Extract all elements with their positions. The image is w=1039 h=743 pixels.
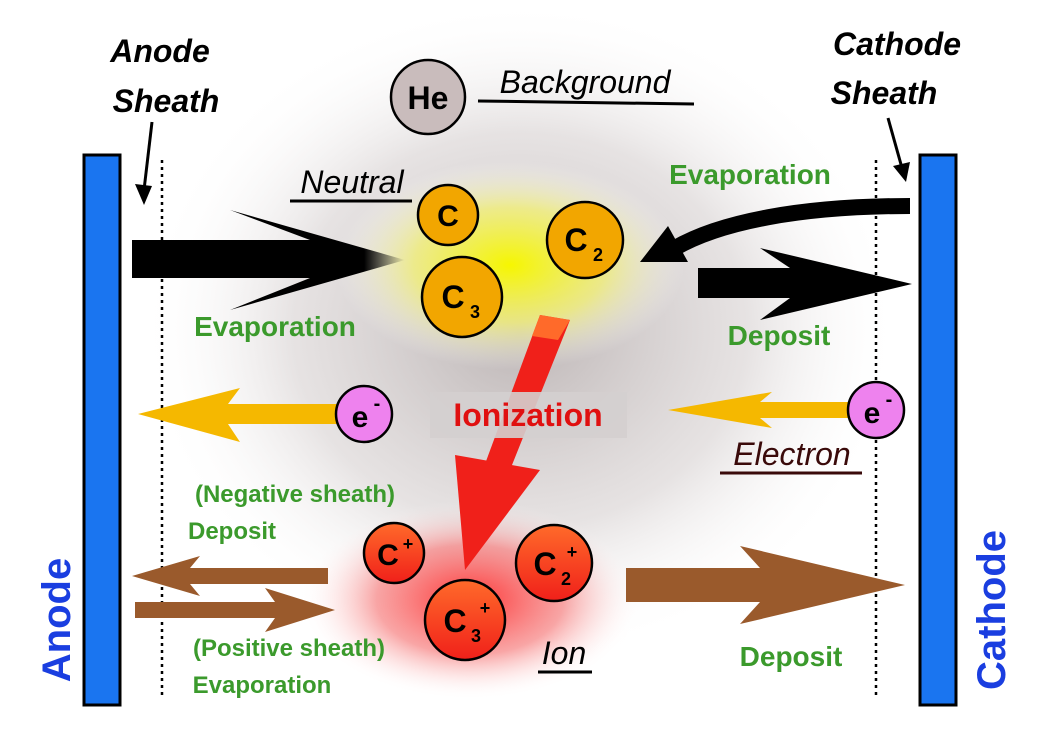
anode-sheath-label-line2: Sheath: [113, 83, 220, 119]
ion-deposit-arrow: [626, 546, 905, 624]
ionization-label-bg: [430, 392, 627, 438]
cathode-evaporation-label: Evaporation: [669, 159, 831, 190]
ion-cplus-particle: C +: [362, 521, 426, 585]
cathode-sheath-label-line2: Sheath: [831, 75, 938, 111]
cplus-symbol: C: [377, 539, 399, 572]
electron-right-arrow: [668, 392, 848, 428]
he-symbol: He: [408, 80, 449, 116]
c3plus-subscript: 3: [471, 626, 481, 646]
cathode-deposit-label-top: Deposit: [728, 320, 831, 351]
ionization-label: Ionization: [453, 397, 602, 433]
positive-sheath-evaporation-arrow: [135, 588, 335, 632]
positive-sheath-evaporation-label: Evaporation: [193, 672, 332, 699]
electron-left-charge: -: [374, 393, 381, 415]
electron-left-arrow: [138, 388, 340, 442]
cplus-charge: +: [403, 534, 414, 554]
cathode-deposit-arrow: [698, 248, 912, 320]
c3-subscript: 3: [470, 302, 480, 322]
cathode-electrode: [918, 153, 958, 707]
c-symbol: C: [437, 200, 459, 233]
anode-sheath-pointer: [135, 121, 154, 205]
neutral-c3-particle: C 3: [420, 255, 504, 339]
cathode-sheath-pointer: [886, 117, 910, 182]
electron-label: Electron: [733, 436, 850, 472]
anode-electrode: [82, 153, 122, 707]
neutral-c2-particle: C 2: [545, 200, 625, 280]
c2plus-symbol: C: [533, 546, 556, 582]
c2-symbol: C: [564, 222, 587, 258]
c3plus-symbol: C: [443, 603, 466, 639]
c2plus-charge: +: [567, 542, 578, 562]
ion-c3plus-particle: C 3 +: [423, 578, 507, 662]
c2plus-subscript: 2: [561, 569, 571, 589]
neutral-c-particle: C: [416, 183, 480, 247]
background-label: Background: [500, 64, 672, 100]
background-underline: [477, 99, 695, 106]
electron-right-symbol: e: [864, 397, 881, 430]
cathode-deposit-label-bottom: Deposit: [740, 641, 843, 672]
electron-left-symbol: e: [352, 401, 369, 434]
negative-sheath-deposit-arrow: [132, 556, 328, 596]
anode-evaporation-arrow: [132, 210, 405, 310]
neutral-label: Neutral: [300, 164, 404, 200]
negative-sheath-label: (Negative sheath): [195, 481, 395, 508]
positive-sheath-label: (Positive sheath): [193, 635, 385, 662]
c3-symbol: C: [441, 279, 464, 315]
anode-evaporation-label: Evaporation: [194, 311, 356, 342]
electron-right-particle: e -: [846, 380, 906, 440]
cathode-label: Cathode: [970, 530, 1014, 690]
ion-label: Ion: [542, 635, 586, 671]
cathode-evaporation-arrow: [640, 198, 911, 262]
c2-subscript: 2: [593, 245, 603, 265]
anode-sheath-label-line1: Anode: [109, 33, 210, 69]
c3plus-charge: +: [480, 598, 491, 618]
he-particle: He: [389, 58, 467, 136]
anode-label: Anode: [35, 558, 79, 682]
electron-right-charge: -: [886, 389, 893, 411]
electron-left-particle: e -: [334, 384, 394, 444]
ion-c2plus-particle: C 2 +: [514, 523, 594, 603]
cathode-sheath-label-line1: Cathode: [833, 26, 961, 62]
negative-sheath-deposit-label: Deposit: [188, 518, 276, 545]
